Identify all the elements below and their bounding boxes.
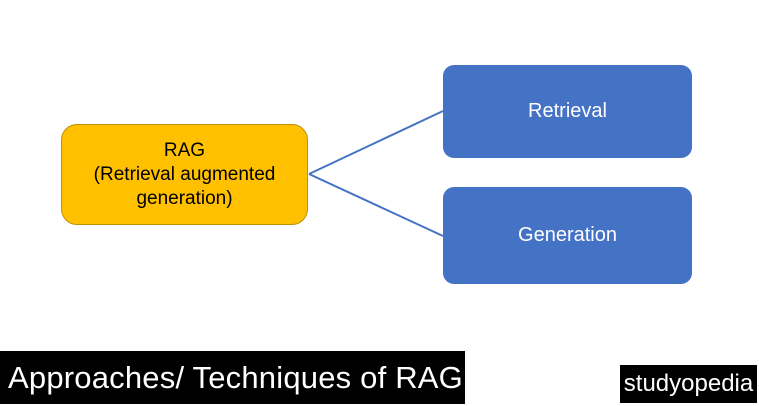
- rag-node-title: RAG: [163, 139, 206, 161]
- rag-node-subtitle: (Retrieval augmented generation): [93, 163, 276, 209]
- generation-node-label: Generation: [518, 224, 617, 246]
- retrieval-node: Retrieval: [443, 65, 692, 158]
- title-banner: Approaches/ Techniques of RAG: [0, 351, 465, 404]
- connector-generation-line: [308, 173, 444, 237]
- rag-node: RAG (Retrieval augmented generation): [61, 124, 308, 225]
- connector-retrieval-line: [308, 110, 444, 175]
- retrieval-node-label: Retrieval: [528, 100, 607, 122]
- generation-node: Generation: [443, 187, 692, 284]
- studyopedia-logo: studyopedia: [620, 365, 757, 403]
- title-banner-text: Approaches/ Techniques of RAG: [8, 359, 463, 395]
- studyopedia-logo-text: studyopedia: [623, 370, 754, 397]
